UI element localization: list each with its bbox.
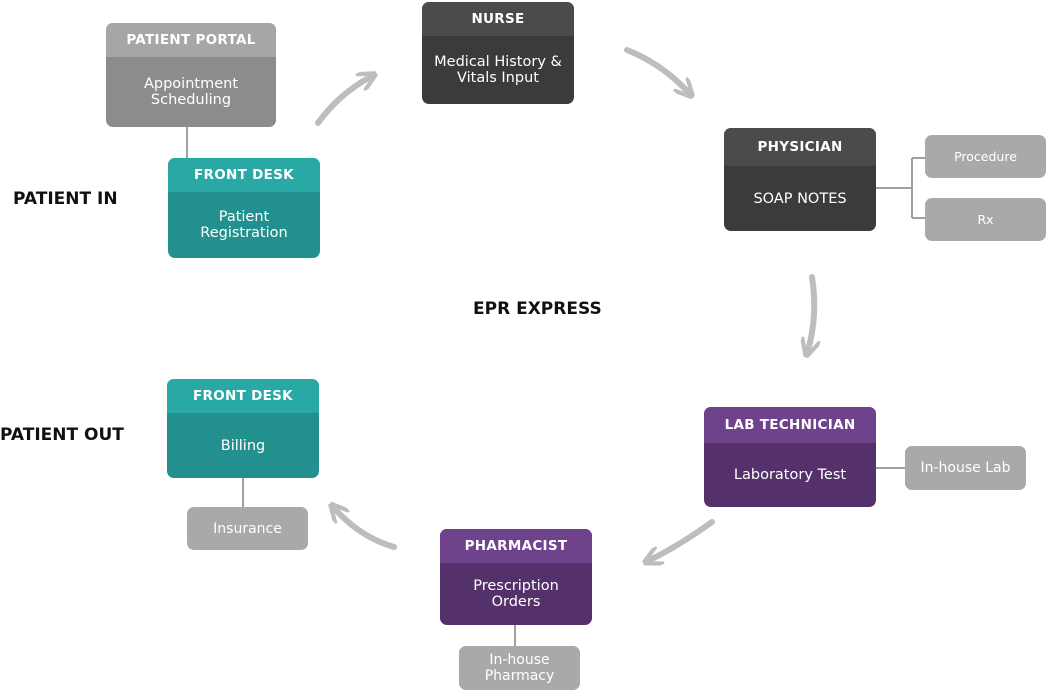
nurse-card: NURSE Medical History & Vitals Input [422,2,574,104]
front-desk-role: FRONT DESK [168,158,320,192]
nurse-role: NURSE [422,2,574,36]
pharmacist-card: PHARMACIST Prescription Orders [440,529,592,625]
epr-express-title: EPR EXPRESS [473,299,602,319]
patient-in-label: PATIENT IN [13,189,118,209]
procedure-option: Procedure [925,135,1046,178]
prescription-orders-task: Prescription Orders [473,578,559,610]
physician-role: PHYSICIAN [724,128,876,166]
patient-out-label: PATIENT OUT [0,425,124,445]
front-desk-billing-role: FRONT DESK [167,379,319,413]
medical-history-task: Medical History & Vitals Input [434,54,562,86]
flow-arrow-pharmacist-to-billing [335,509,397,550]
pharmacist-role: PHARMACIST [440,529,592,563]
flow-arrow-registration-to-nurse [315,77,370,126]
patient-portal-role: PATIENT PORTAL [106,23,276,57]
physician-card: PHYSICIAN SOAP NOTES [724,128,876,231]
patient-portal-card: PATIENT PORTAL Appointment Scheduling [106,23,276,127]
physician-options-connector [876,157,926,219]
flow-arrow-lab-to-pharmacist [650,519,715,560]
in-house-pharmacy-option: In-house Pharmacy [459,646,580,690]
flow-arrow-physician-to-lab [808,274,814,350]
in-house-lab-option: In-house Lab [905,446,1026,490]
front-desk-registration-card: FRONT DESK Patient Registration [168,158,320,258]
lab-technician-card: LAB TECHNICIAN Laboratory Test [704,407,876,507]
insurance-option: Insurance [187,507,308,550]
lab-technician-role: LAB TECHNICIAN [704,407,876,443]
rx-option: Rx [925,198,1046,241]
appointment-scheduling-task: Appointment Scheduling [143,76,239,108]
soap-notes-task: SOAP NOTES [753,190,847,207]
patient-registration-task: Patient Registration [200,209,288,241]
flow-arrow-nurse-to-physician [624,47,688,92]
laboratory-test-task: Laboratory Test [733,467,847,483]
front-desk-billing-card: FRONT DESK Billing [167,379,319,478]
billing-task: Billing [220,437,266,454]
